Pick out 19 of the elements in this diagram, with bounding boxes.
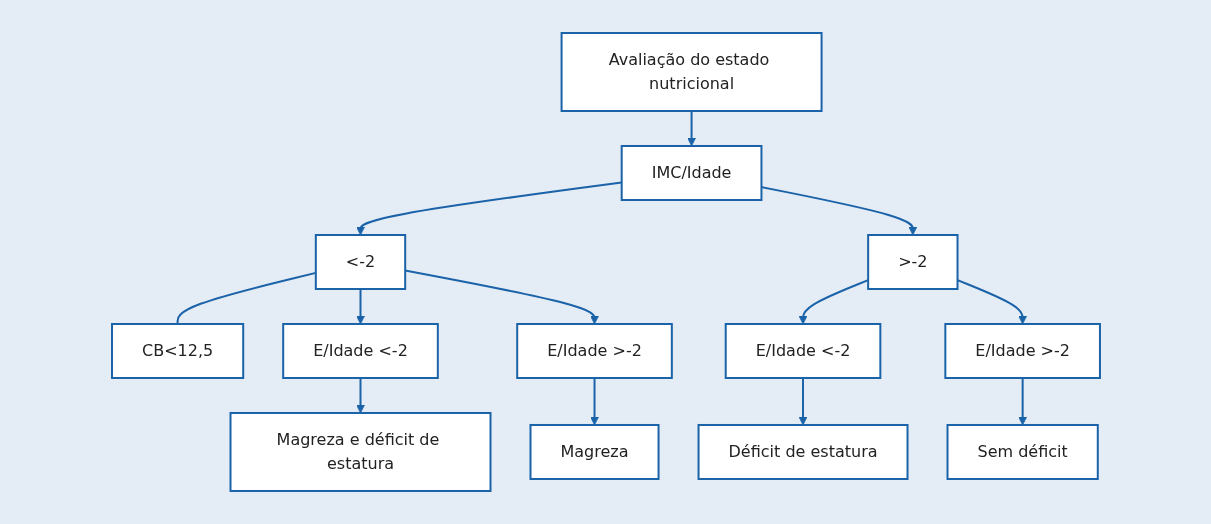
node-box: <-2 — [314, 234, 406, 290]
node-box: Déficit de estatura — [697, 424, 909, 480]
arrow — [355, 377, 365, 414]
node-box: IMC/Idade — [620, 145, 762, 201]
arrow — [589, 377, 599, 426]
arrow — [686, 110, 696, 147]
arrow — [798, 377, 807, 426]
node-box: Sem déficit — [946, 424, 1099, 480]
node-box: Avaliação do estado nutricional — [560, 32, 823, 112]
node-box: Magreza e déficit de estatura — [229, 412, 491, 492]
node-box: CB<12,5 — [110, 323, 244, 379]
arrow — [355, 288, 365, 325]
arrow — [1017, 377, 1027, 426]
node-box: E/Idade <-2 — [281, 323, 439, 379]
node-box: E/Idade >-2 — [515, 323, 673, 379]
node-box: E/Idade >-2 — [943, 323, 1101, 379]
node-box: E/Idade <-2 — [724, 323, 881, 379]
node-box: >-2 — [866, 234, 959, 290]
node-box: Magreza — [529, 424, 660, 480]
